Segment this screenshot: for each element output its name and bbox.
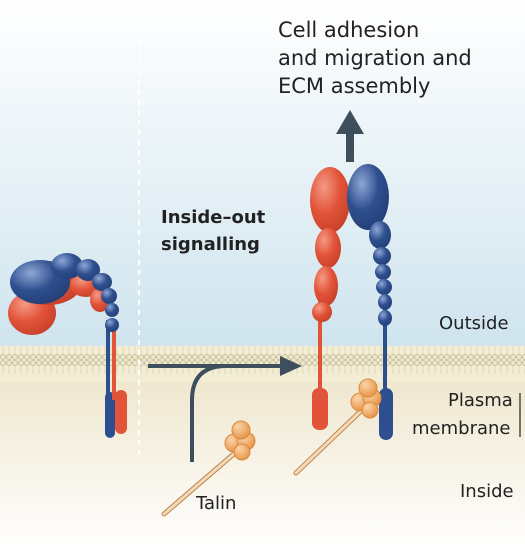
right-arrow-icon [148,356,302,462]
caption-line-2: and migration and [278,46,472,70]
caption-line-3: ECM assembly [278,74,431,98]
process-line-1: Inside–out [161,207,266,228]
up-arrow-icon [336,110,364,162]
outcome-caption: Cell adhesion and migration and ECM asse… [278,16,472,100]
region-membrane-label: membrane [412,418,511,439]
cytoplasm [0,382,525,550]
caption-line-1: Cell adhesion [278,18,420,42]
process-label: Inside–out signalling [161,204,265,258]
region-plasma-label: Plasma [448,390,513,411]
talin-bound-icon [293,378,382,476]
talin-label: Talin [196,493,237,514]
integrin-extended-icon [310,164,393,440]
talin-icon [161,420,256,517]
process-line-2: signalling [161,234,260,255]
region-outside-label: Outside [439,313,509,334]
integrin-bent-icon [8,253,127,438]
region-inside-label: Inside [460,481,514,502]
